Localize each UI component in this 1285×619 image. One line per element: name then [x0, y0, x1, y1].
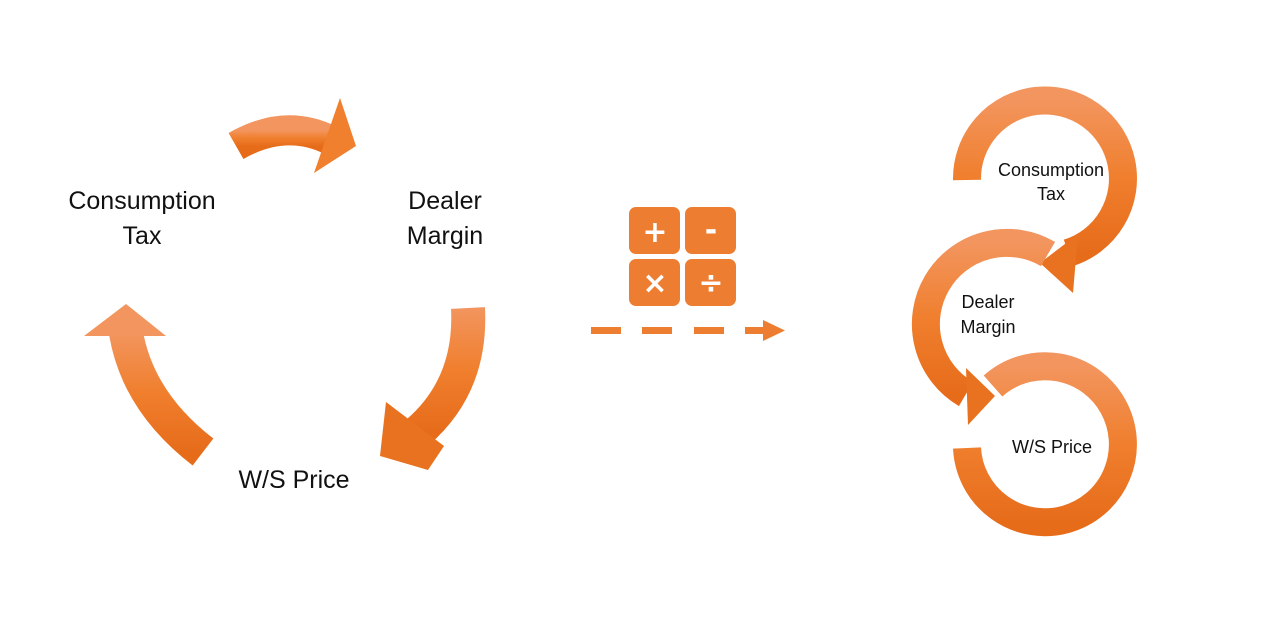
- plus-key: [629, 207, 680, 254]
- left-label-dealer-margin-1: Dealer: [408, 187, 482, 215]
- left-label-ws-price: W/S Price: [238, 466, 349, 494]
- times-key: [629, 259, 680, 306]
- divide-key: [685, 259, 736, 306]
- left-label-consumption-tax-2: Tax: [123, 222, 162, 250]
- arrow-right: [380, 307, 486, 470]
- left-label-dealer-margin-2: Margin: [407, 222, 483, 250]
- right-label-consumption-tax-2: Tax: [1037, 184, 1065, 204]
- arrow-left: [84, 304, 214, 466]
- ring-consumption-tax: [952, 86, 1137, 293]
- plus-icon: +: [642, 215, 667, 250]
- right-label-dealer-margin-2: Margin: [960, 317, 1015, 337]
- right-label-ws-price: W/S Price: [1012, 437, 1092, 457]
- minus-key: [685, 207, 736, 254]
- ring-dealer-margin: [911, 228, 1056, 425]
- right-chain: Consumption Tax Dealer Margin W/S Price: [911, 86, 1137, 537]
- ring-ws-price: [953, 352, 1137, 537]
- divide-icon: ÷: [698, 266, 723, 301]
- right-label-dealer-margin-1: Dealer: [961, 292, 1014, 312]
- dashed-arrow-icon: [591, 320, 785, 341]
- calculator-icon: + - × ÷: [629, 207, 736, 306]
- times-icon: ×: [642, 266, 667, 301]
- arrow-top: [228, 98, 356, 173]
- left-label-consumption-tax-1: Consumption: [68, 187, 215, 215]
- right-label-consumption-tax-1: Consumption: [998, 160, 1104, 180]
- left-cycle: Consumption Tax Dealer Margin W/S Price: [68, 98, 486, 494]
- minus-icon: -: [705, 213, 717, 248]
